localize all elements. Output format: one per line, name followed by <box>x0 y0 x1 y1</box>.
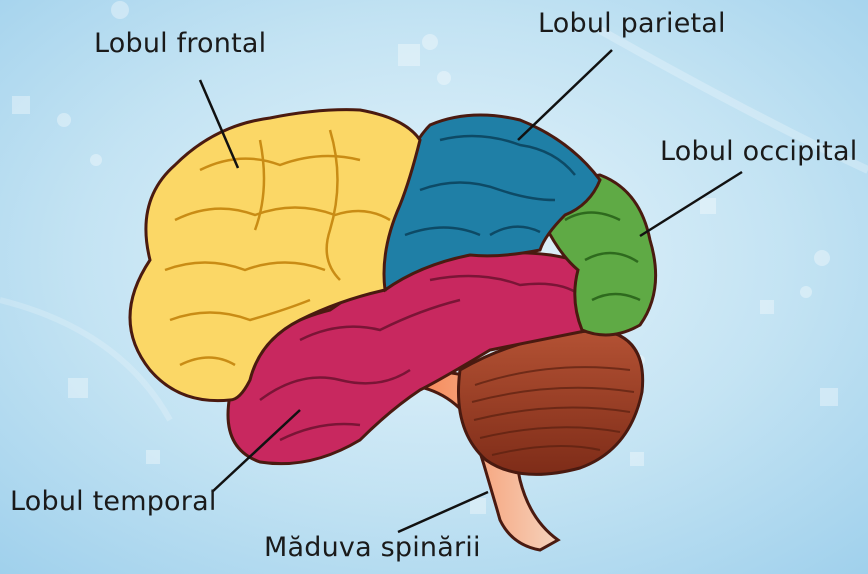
temporal-lobe-label: Lobul temporal <box>10 486 217 517</box>
occipital-lobe-label: Lobul occipital <box>660 136 857 167</box>
spinal-cord-label: Măduva spinării <box>264 532 481 563</box>
frontal-lobe-label: Lobul frontal <box>94 28 266 59</box>
parietal-lobe-label: Lobul parietal <box>538 8 726 39</box>
